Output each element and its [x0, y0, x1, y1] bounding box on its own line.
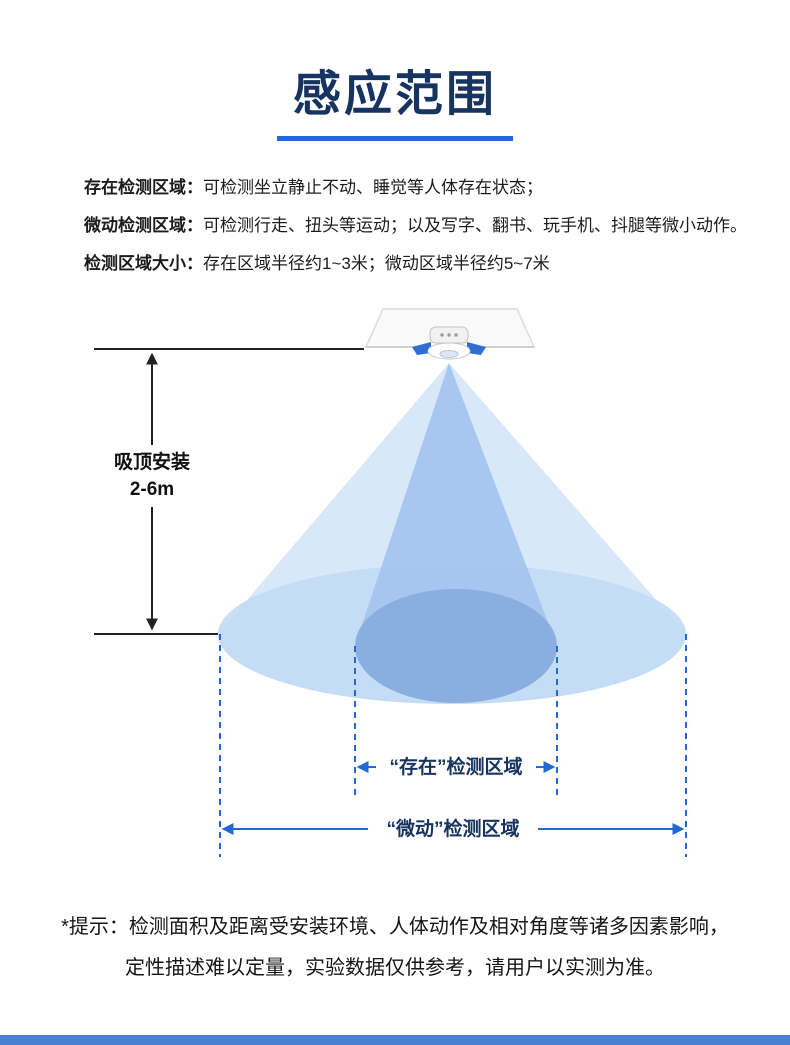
coverage-diagram: 吸顶安装 2-6m “存在”检测区域 “微动”检测区域 — [0, 297, 790, 889]
footnote-line1: *提示：检测面积及距离受安装环境、人体动作及相对角度等诸多因素影响， — [61, 916, 729, 938]
sensor-clip-right — [467, 342, 486, 355]
mount-height-label: 吸顶安装 2-6m — [92, 445, 212, 507]
micro-motion-zone-description-label: 微动检测区域： — [84, 216, 203, 235]
zone-size-description-label: 检测区域大小： — [84, 254, 203, 273]
mount-height-value: 2-6m — [129, 479, 175, 500]
mount-label-text: 吸顶安装 — [113, 452, 190, 473]
coverage-diagram-svg — [94, 308, 687, 857]
zone-size-description-text: 存在区域半径约1~3米；微动区域半径约5~7米 — [203, 254, 550, 273]
title-underline — [277, 136, 513, 141]
page-title: 感应范围 — [292, 68, 497, 121]
page-header: 感应范围 — [0, 0, 790, 141]
sensor-clip-left — [412, 342, 431, 355]
zone-size-description: 检测区域大小：存在区域半径约1~3米；微动区域半径约5~7米 — [84, 245, 774, 283]
description-section: 存在检测区域：可检测坐立静止不动、睡觉等人体存在状态； 微动检测区域：可检测行走… — [0, 169, 790, 283]
bottom-section-bar — [0, 1035, 790, 1045]
sensor-grill-dot — [447, 333, 451, 337]
sensor-grill-dot — [440, 333, 444, 337]
presence-zone-description-label: 存在检测区域： — [84, 178, 203, 197]
sensor-lens — [439, 350, 459, 358]
presence-zone-description: 存在检测区域：可检测坐立静止不动、睡觉等人体存在状态； — [84, 169, 774, 207]
presence-zone-description-text: 可检测坐立静止不动、睡觉等人体存在状态； — [203, 178, 543, 197]
sensor-grill-dot — [454, 333, 458, 337]
micro-zone-label: “微动”检测区域 — [368, 816, 538, 843]
footnote: *提示：检测面积及距离受安装环境、人体动作及相对角度等诸多因素影响， 定性描述难… — [0, 907, 790, 989]
sensor-device — [412, 326, 486, 360]
footnote-line2: 定性描述难以定量，实验数据仅供参考，请用户以实测为准。 — [125, 957, 665, 979]
presence-floor-disc — [355, 589, 557, 703]
micro-motion-zone-description: 微动检测区域：可检测行走、扭头等运动；以及写字、翻书、玩手机、抖腿等微小动作。 — [84, 207, 774, 245]
presence-zone-label: “存在”检测区域 — [376, 754, 536, 781]
micro-motion-zone-description-text: 可检测行走、扭头等运动；以及写字、翻书、玩手机、抖腿等微小动作。 — [203, 216, 747, 235]
